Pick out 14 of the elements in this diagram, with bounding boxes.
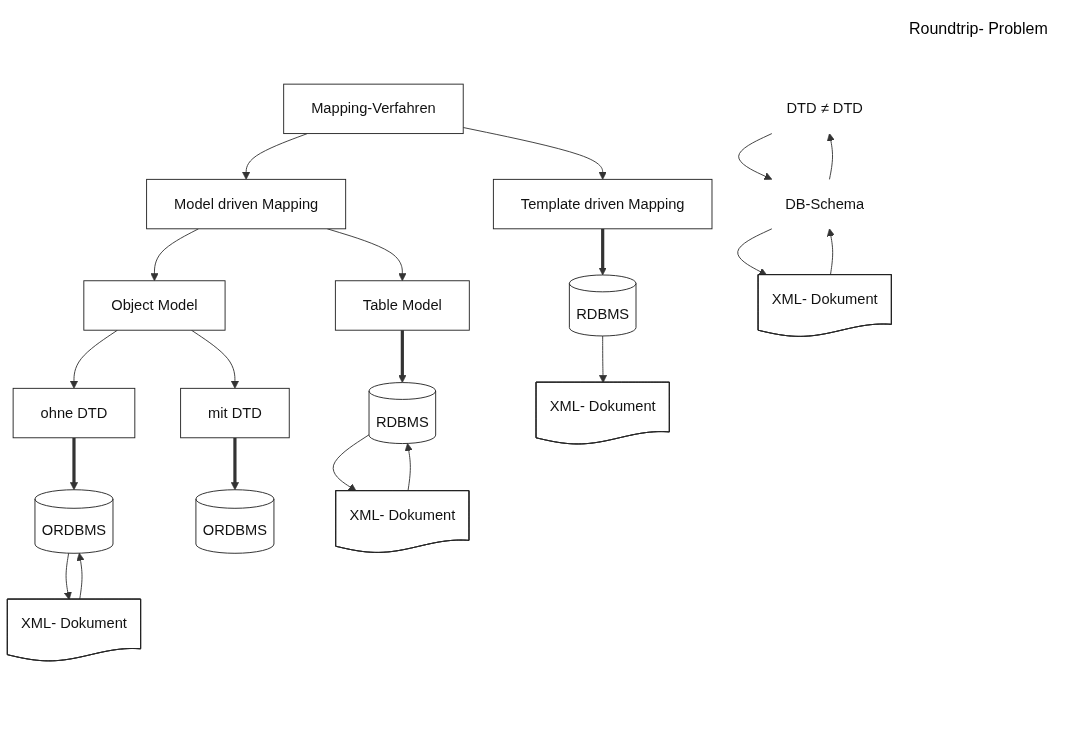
note-text: Roundtrip- Problem xyxy=(909,20,1049,38)
node-box: Model driven Mapping xyxy=(146,178,347,230)
arrow xyxy=(598,228,607,276)
node-box: Mapping-Verfahren xyxy=(283,83,464,135)
node-box: mit DTD xyxy=(180,387,290,439)
node-text: DTD ≠ DTD xyxy=(786,100,863,117)
node-box: Object Model xyxy=(83,280,226,331)
node-box: Table Model xyxy=(334,280,470,331)
arrow xyxy=(230,437,239,491)
node-box: Template driven Mapping xyxy=(492,178,713,230)
arrow xyxy=(69,437,78,491)
node-text: DB-Schema xyxy=(785,195,865,212)
node-box: ohne DTD xyxy=(12,387,136,439)
arrow xyxy=(398,330,407,383)
